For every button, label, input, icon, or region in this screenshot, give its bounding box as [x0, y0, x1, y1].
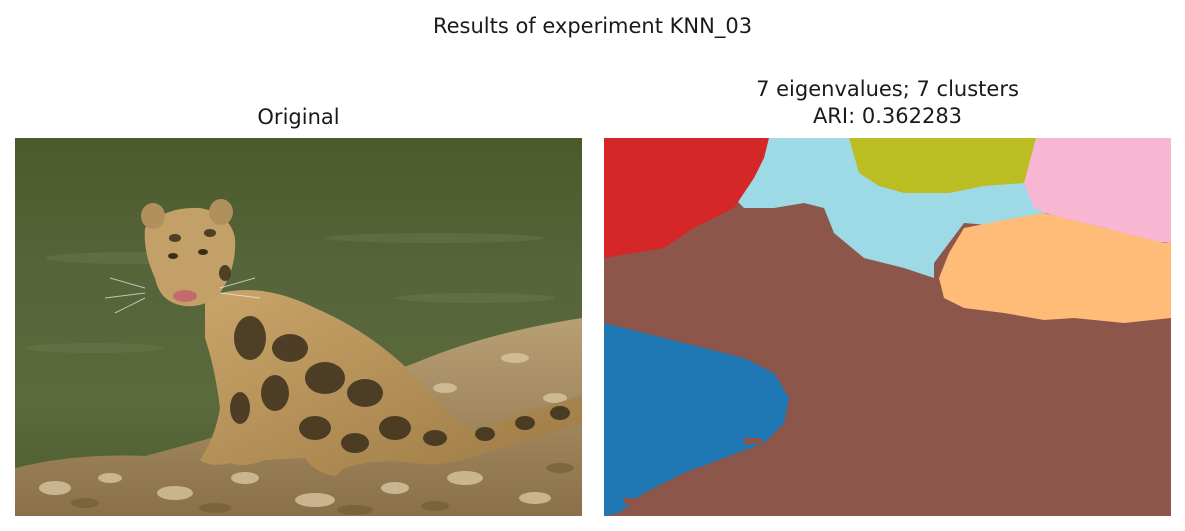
segmentation-title-line-1: 7 eigenvalues; 7 clusters [756, 77, 1019, 101]
cluster-pink [1024, 138, 1171, 243]
figure-title: Results of experiment KNN_03 [432, 14, 753, 38]
original-panel-title: Original [257, 105, 340, 129]
cluster-blue [604, 323, 789, 516]
segmentation-title-line-2: ARI: 0.362283 [812, 104, 963, 128]
segmentation-image [604, 138, 1171, 516]
cluster-olive [849, 138, 1036, 193]
original-image [15, 138, 582, 516]
cluster-red [604, 138, 769, 258]
cluster-orange [939, 213, 1171, 323]
segmentation-panel-title: 7 eigenvalues; 7 clusters ARI: 0.362283 [604, 76, 1171, 130]
